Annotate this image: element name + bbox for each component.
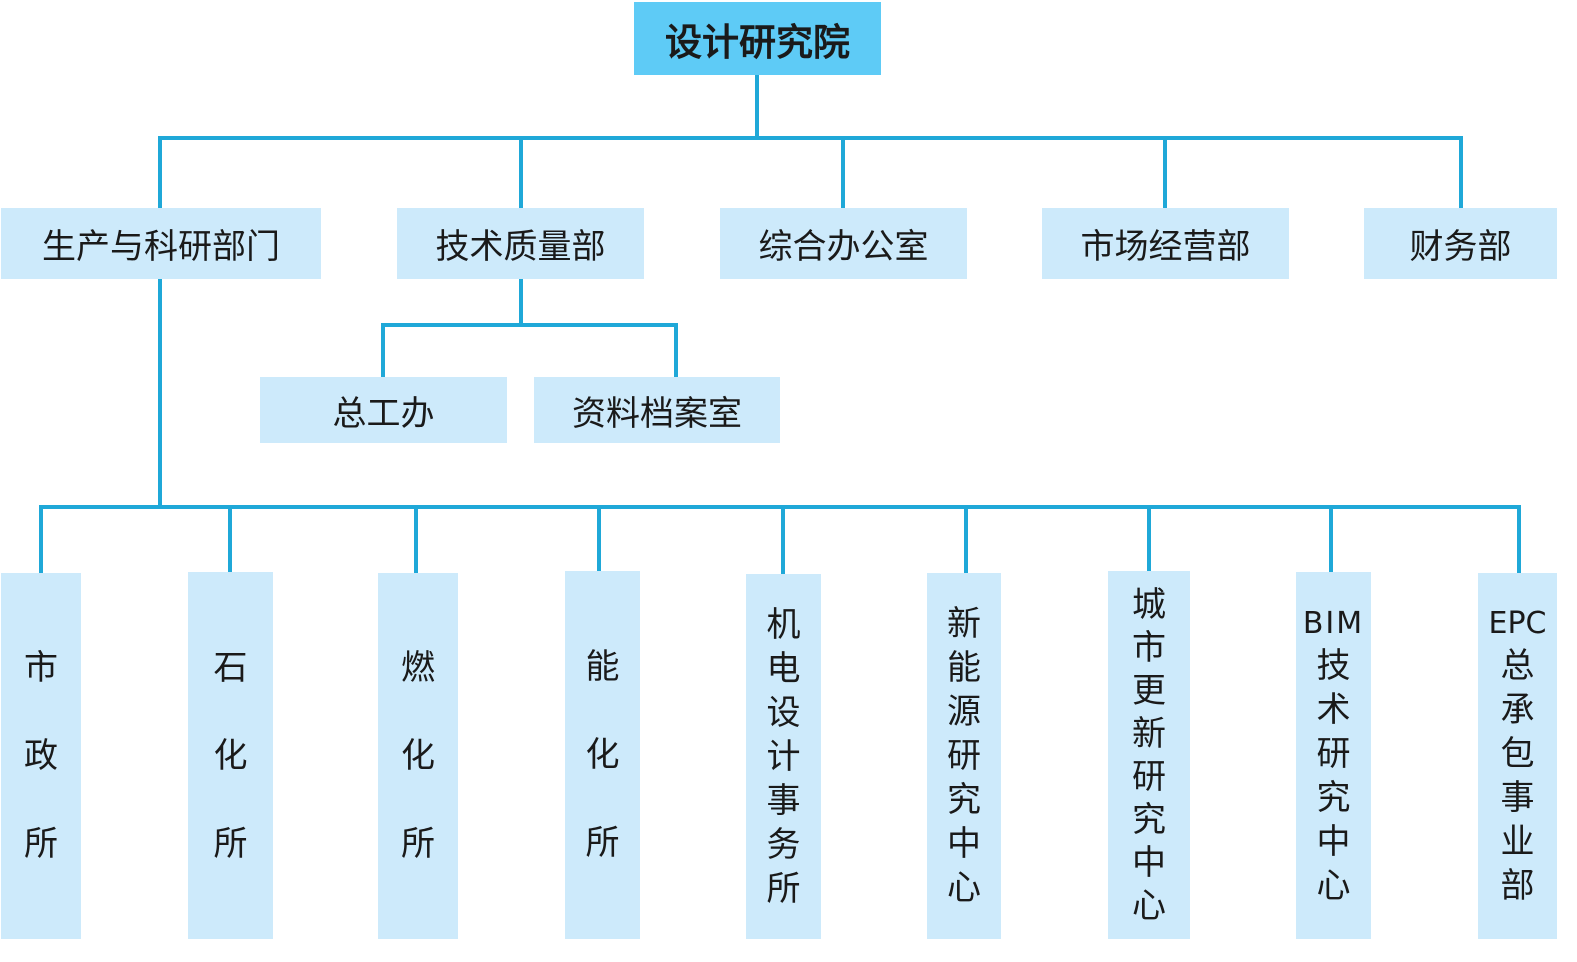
unit-char: 城 bbox=[1132, 584, 1166, 625]
unit-char: 心 bbox=[1316, 865, 1351, 906]
unit-char: 机 bbox=[766, 604, 801, 645]
unit-char: 市 bbox=[24, 648, 58, 688]
unit-char: 所 bbox=[24, 824, 58, 864]
unit-char: 所 bbox=[401, 824, 435, 864]
unit-char: 研 bbox=[947, 736, 981, 776]
unit-char: 心 bbox=[947, 868, 981, 908]
unit-char: 部 bbox=[1500, 866, 1535, 906]
unit-char: 新 bbox=[1132, 713, 1166, 754]
root-node: 设计研究院 bbox=[634, 2, 881, 75]
unit-char: 研 bbox=[1316, 733, 1351, 774]
unit-char: 究 bbox=[1132, 799, 1166, 840]
unit-petrochemical: 石 化 所 bbox=[188, 572, 273, 939]
unit-char: 业 bbox=[1500, 822, 1535, 862]
unit-char: 术 bbox=[1316, 689, 1351, 730]
unit-char: 事 bbox=[766, 780, 801, 821]
unit-char: 电 bbox=[766, 648, 801, 689]
unit-bim-research: BIM 技 术 研 究 中 心 bbox=[1296, 572, 1371, 939]
unit-new-energy-research: 新 能 源 研 究 中 心 bbox=[927, 573, 1001, 939]
unit-char: 源 bbox=[947, 692, 981, 732]
dept-label: 财务部 bbox=[1409, 227, 1512, 267]
unit-electromechanical-design: 机 电 设 计 事 务 所 bbox=[746, 574, 821, 939]
unit-char: 化 bbox=[585, 735, 620, 775]
unit-char: 所 bbox=[213, 823, 248, 864]
dept-production-research: 生产与科研部门 bbox=[1, 208, 321, 279]
unit-epc-business: EPC 总 承 包 事 业 部 bbox=[1478, 573, 1557, 939]
unit-char: 化 bbox=[401, 736, 435, 776]
unit-char: 设 bbox=[766, 692, 801, 733]
sub-archives-room: 资料档案室 bbox=[534, 377, 780, 443]
unit-char: 总 bbox=[1500, 646, 1535, 686]
unit-char: 石 bbox=[213, 647, 248, 688]
dept-label: 生产与科研部门 bbox=[42, 227, 280, 267]
unit-gas-chemical: 燃 化 所 bbox=[378, 573, 458, 939]
unit-char: 承 bbox=[1500, 690, 1535, 730]
dept-general-office: 综合办公室 bbox=[720, 208, 967, 279]
unit-char: 包 bbox=[1500, 734, 1535, 774]
unit-char: 化 bbox=[213, 735, 248, 776]
unit-char: 技 bbox=[1316, 645, 1351, 686]
unit-char: 中 bbox=[947, 824, 981, 864]
unit-char: 能 bbox=[585, 647, 620, 687]
unit-char: 究 bbox=[947, 780, 981, 820]
unit-char: 究 bbox=[1316, 777, 1351, 818]
unit-char: 务 bbox=[766, 824, 801, 865]
unit-char: 新 bbox=[947, 604, 981, 644]
unit-char: 计 bbox=[766, 736, 801, 777]
dept-finance: 财务部 bbox=[1364, 208, 1557, 279]
dept-marketing: 市场经营部 bbox=[1042, 208, 1289, 279]
unit-char: EPC bbox=[1488, 606, 1547, 641]
unit-municipal: 市 政 所 bbox=[1, 573, 81, 939]
unit-char: 能 bbox=[947, 648, 981, 688]
dept-label: 市场经营部 bbox=[1080, 227, 1251, 267]
unit-energy-chemical: 能 化 所 bbox=[565, 571, 640, 939]
dept-tech-quality: 技术质量部 bbox=[397, 208, 644, 279]
dept-label: 综合办公室 bbox=[758, 227, 929, 267]
sub-label: 总工办 bbox=[332, 393, 435, 434]
unit-char: 所 bbox=[766, 868, 801, 909]
unit-char: 中 bbox=[1132, 842, 1166, 883]
unit-urban-renewal-research: 城 市 更 新 研 究 中 心 bbox=[1108, 571, 1190, 939]
unit-char: BIM bbox=[1302, 605, 1365, 641]
unit-char: 事 bbox=[1500, 778, 1535, 818]
sub-label: 资料档案室 bbox=[572, 393, 742, 434]
unit-char: 更 bbox=[1132, 670, 1166, 711]
unit-char: 市 bbox=[1132, 627, 1166, 668]
root-label: 设计研究院 bbox=[665, 20, 850, 64]
sub-chief-engineer-office: 总工办 bbox=[260, 377, 507, 443]
dept-label: 技术质量部 bbox=[435, 227, 606, 267]
unit-char: 政 bbox=[24, 736, 58, 776]
unit-char: 心 bbox=[1132, 885, 1166, 926]
unit-char: 所 bbox=[585, 823, 620, 863]
unit-char: 中 bbox=[1316, 821, 1351, 862]
unit-char: 研 bbox=[1132, 756, 1166, 797]
unit-char: 燃 bbox=[401, 648, 435, 688]
